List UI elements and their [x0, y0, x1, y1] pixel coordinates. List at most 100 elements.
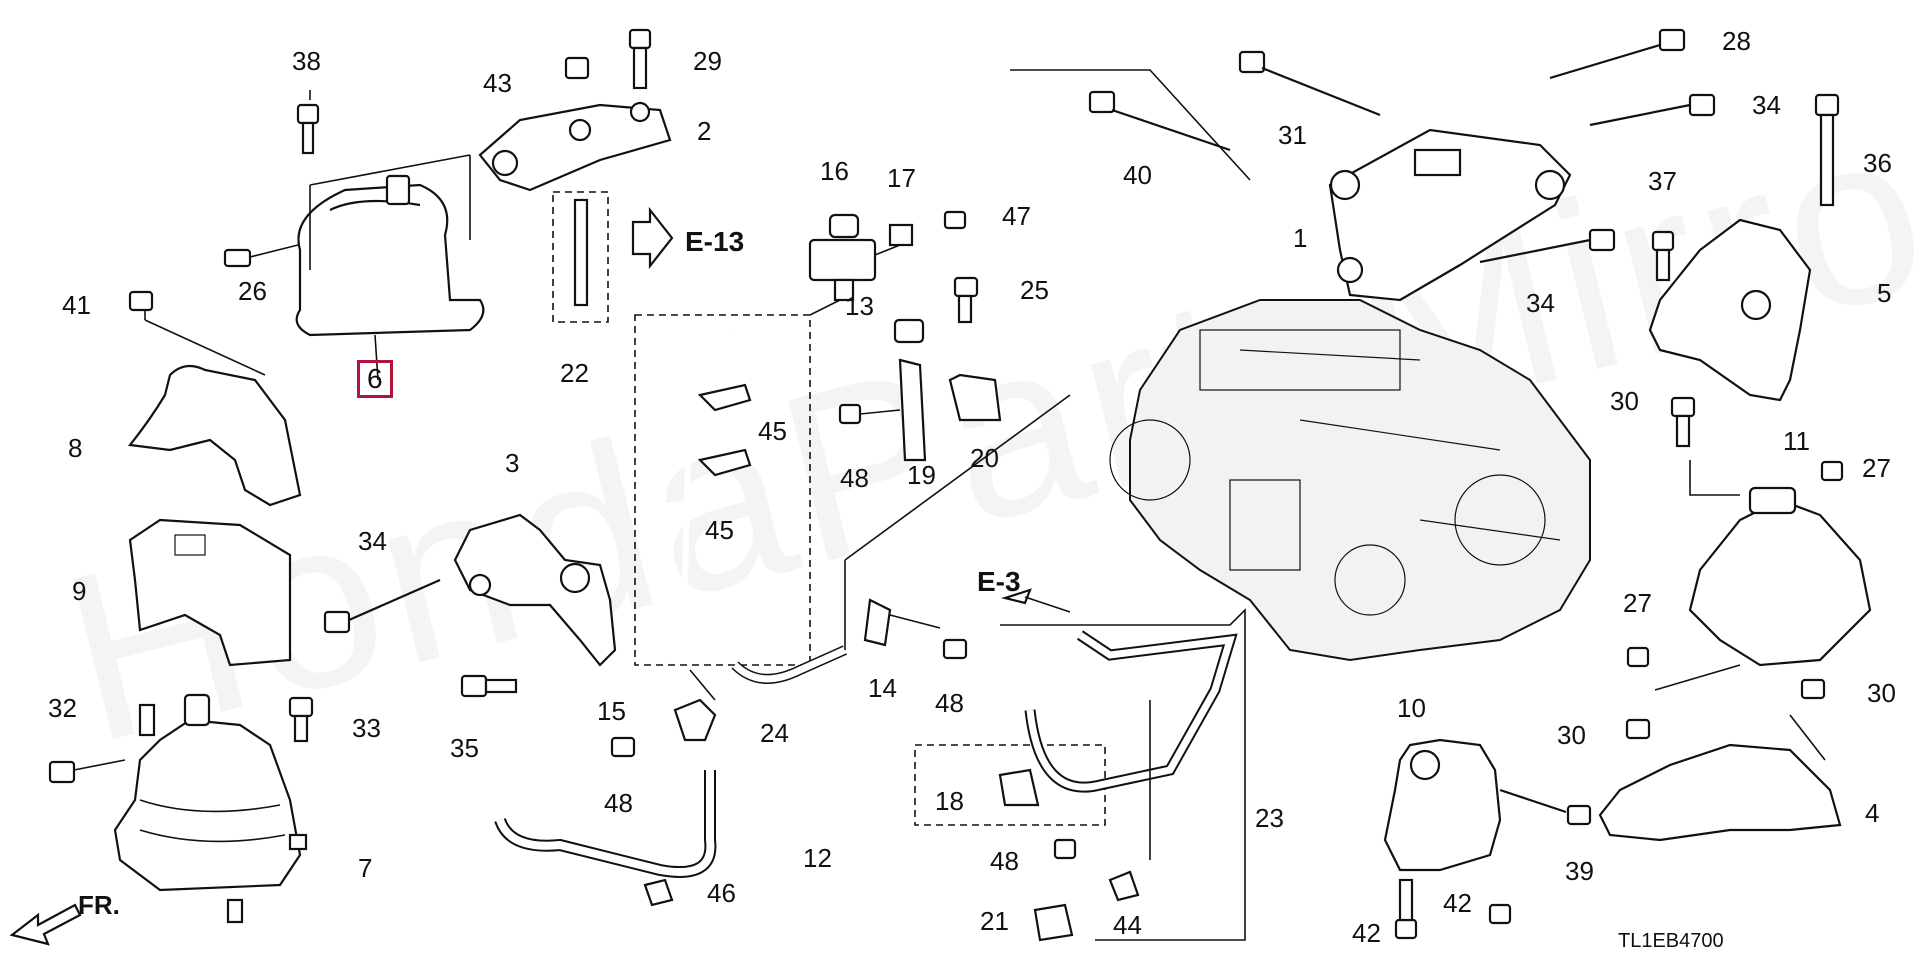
callout-34-left: 34	[358, 526, 387, 556]
callout-48-upper: 48	[840, 463, 869, 493]
hose-part-22	[634, 314, 811, 666]
callout-8: 8	[68, 433, 83, 463]
callout-1: 1	[1293, 223, 1308, 253]
e13-arrow	[631, 206, 674, 270]
callout-30-lower: 30	[1557, 720, 1586, 750]
mount-part-10	[1383, 738, 1502, 872]
bracket-part-1	[1328, 128, 1572, 302]
bracket-part-4	[1598, 743, 1842, 842]
clip-part-46	[643, 878, 674, 907]
callout-30-right: 30	[1867, 678, 1896, 708]
callout-25: 25	[1020, 275, 1049, 305]
bracket-part-3	[323, 513, 617, 698]
callout-5: 5	[1877, 278, 1892, 308]
callout-9: 9	[72, 576, 87, 606]
bracket-part-2	[478, 28, 672, 323]
callout-39: 39	[1565, 856, 1594, 886]
callout-29: 29	[693, 46, 722, 76]
front-arrow	[9, 903, 82, 946]
clip-part-44	[1108, 870, 1140, 902]
cover-part-8	[127, 364, 302, 507]
callout-26: 26	[238, 276, 267, 306]
callout-34-top: 34	[1752, 90, 1781, 120]
bolt-47	[943, 210, 967, 230]
bolt-30c	[1625, 718, 1651, 740]
callout-27-upper: 27	[1862, 453, 1891, 483]
ref-e3: E-3	[977, 566, 1021, 597]
callout-19: 19	[907, 460, 936, 490]
callout-32: 32	[48, 693, 77, 723]
bolt-30a	[1670, 396, 1696, 418]
callout-12: 12	[803, 843, 832, 873]
mount-part-5	[1648, 218, 1812, 402]
ref-e13: E-13	[685, 226, 745, 257]
callout-18: 18	[935, 786, 964, 816]
bolt-27b	[1626, 646, 1650, 668]
valve-part-16	[808, 213, 901, 316]
part-15	[673, 698, 717, 742]
callout-48-bottom: 48	[990, 846, 1019, 876]
bolt-31	[1238, 50, 1266, 74]
mount-part-11	[1688, 498, 1872, 667]
callout-42-right: 42	[1443, 888, 1472, 918]
callout-20: 20	[970, 443, 999, 473]
callout-38: 38	[292, 46, 321, 76]
bolt-28	[1658, 28, 1686, 52]
callout-27-lower: 27	[1623, 588, 1652, 618]
diagram-code: TL1EB4700	[1618, 930, 1724, 952]
callout-35: 35	[450, 733, 479, 763]
part-14	[863, 598, 892, 647]
callout-11: 11	[1783, 426, 1810, 456]
engine-assembly	[1109, 299, 1591, 662]
bolt-34-top	[1688, 93, 1716, 117]
callout-46: 46	[707, 878, 736, 908]
mount-part-6	[223, 154, 485, 381]
front-label: FR.	[78, 890, 120, 920]
mount-part-7	[48, 693, 314, 924]
callout-30-upper: 30	[1610, 386, 1639, 416]
callout-33: 33	[352, 713, 381, 743]
callout-43: 43	[483, 68, 512, 98]
bolt-34-right	[1588, 228, 1616, 252]
clip-part-17	[888, 223, 914, 247]
bolt-25	[953, 276, 979, 298]
part-21	[1033, 903, 1074, 942]
clip-part-18	[998, 768, 1040, 807]
callout-10: 10	[1397, 693, 1426, 723]
callout-2: 2	[697, 116, 712, 146]
callout-48-left: 48	[604, 788, 633, 818]
callout-40: 40	[1123, 160, 1152, 190]
callout-17: 17	[887, 163, 916, 193]
callout-41: 41	[62, 290, 91, 320]
callout-7: 7	[358, 853, 373, 883]
callout-44: 44	[1113, 910, 1142, 940]
e3-arrow	[1000, 588, 1032, 605]
callout-45-lower: 45	[705, 515, 734, 545]
callout-16: 16	[820, 156, 849, 186]
callout-48-mid: 48	[935, 688, 964, 718]
callout-3: 3	[505, 448, 520, 478]
callout-37: 37	[1648, 166, 1677, 196]
callout-36: 36	[1863, 148, 1892, 178]
callout-47: 47	[1002, 201, 1031, 231]
callout-24: 24	[760, 718, 789, 748]
bolt-27a	[1820, 460, 1844, 482]
callout-21: 21	[980, 906, 1009, 936]
cover-part-9	[128, 518, 292, 667]
bracket-part-19	[898, 358, 927, 462]
callout-45-upper: 45	[758, 416, 787, 446]
bolt-40	[1010, 69, 1251, 181]
bolt-38	[296, 90, 320, 155]
callout-42-left: 42	[1352, 918, 1381, 948]
callout-23: 23	[1255, 803, 1284, 833]
callout-34-right: 34	[1526, 288, 1555, 318]
callout-4: 4	[1865, 798, 1880, 828]
part-13	[893, 318, 925, 344]
callout-28: 28	[1722, 26, 1751, 56]
callout-31: 31	[1278, 120, 1307, 150]
bolt-36	[1814, 93, 1840, 117]
bracket-part-20	[948, 373, 1002, 422]
callout-14: 14	[868, 673, 897, 703]
